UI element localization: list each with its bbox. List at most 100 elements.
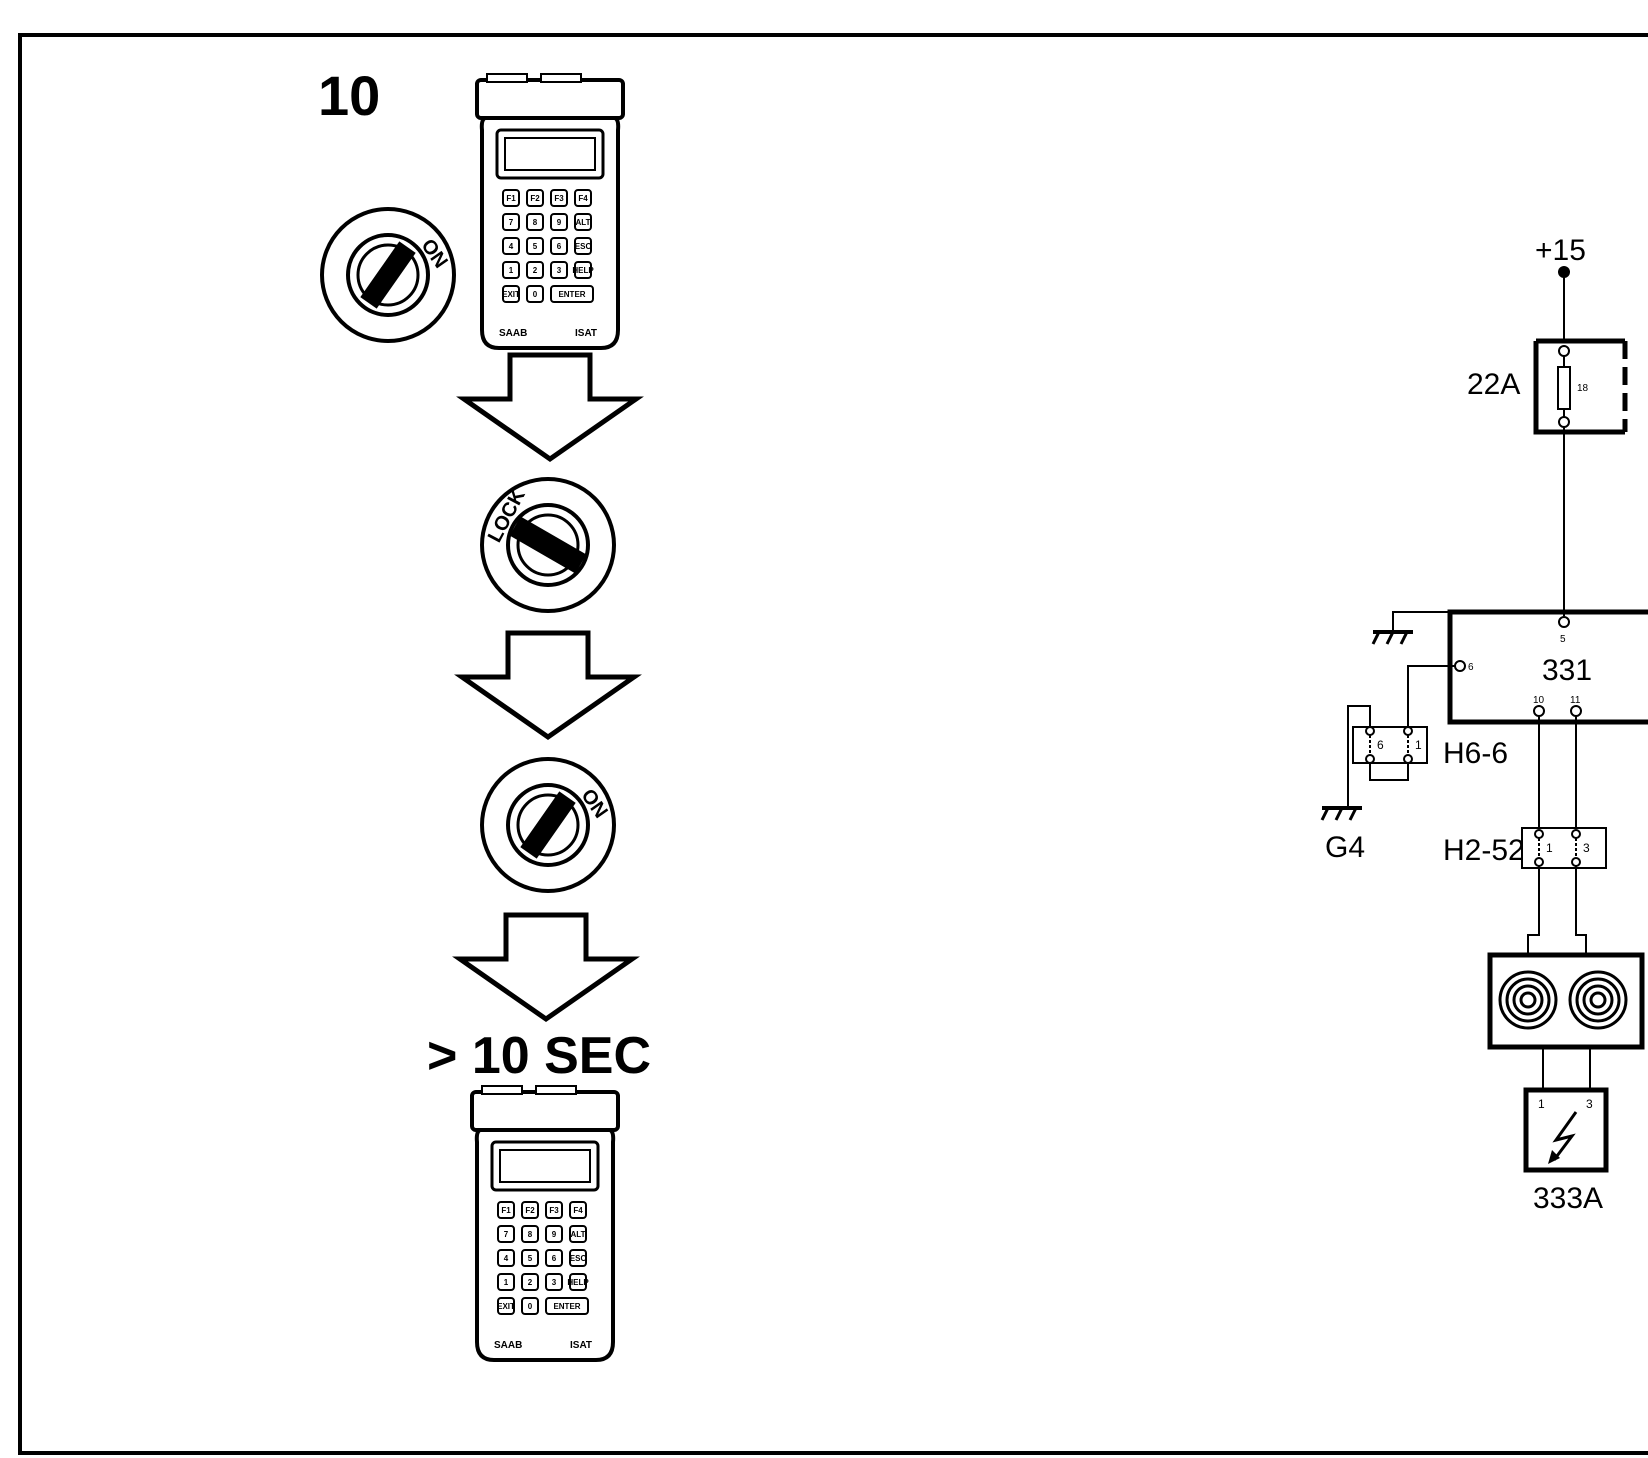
tester-key xyxy=(569,1249,587,1267)
control-unit-label: 331 xyxy=(1542,654,1592,687)
tester-key-label: 7 xyxy=(504,1230,509,1239)
tester-key xyxy=(550,261,568,279)
tester-key-label: 1 xyxy=(504,1278,509,1287)
tester-key-label: 0 xyxy=(528,1302,533,1311)
cu-pin-supply: 5 xyxy=(1560,634,1566,645)
tester-key-label: 3 xyxy=(552,1278,557,1287)
tester-key-label: 5 xyxy=(533,242,538,251)
sensor-label: 333A xyxy=(1533,1182,1603,1215)
tester-key-label: 8 xyxy=(528,1230,533,1239)
tester-key xyxy=(497,1297,515,1315)
cu-pin-6 xyxy=(1454,660,1466,672)
tester-key-label: ENTER xyxy=(553,1302,580,1311)
tester-key-label: EXIT xyxy=(502,290,520,299)
conn-line-pin-a: 1 xyxy=(1546,841,1553,855)
cu-pin-5 xyxy=(1558,616,1570,628)
conn-line-pin-b: 3 xyxy=(1583,841,1590,855)
ground-icon xyxy=(1371,630,1413,645)
down-arrow-icon xyxy=(464,355,636,459)
tester-key xyxy=(502,189,520,207)
supply-label: +15 xyxy=(1535,234,1586,267)
tester-key-label: 4 xyxy=(504,1254,509,1263)
tester-key xyxy=(545,1297,589,1315)
ignition-on-icon: ON xyxy=(480,757,616,893)
tester-key xyxy=(521,1297,539,1315)
sensor-box xyxy=(1523,1087,1609,1173)
tester-key-label: 3 xyxy=(557,266,562,275)
tester-key xyxy=(569,1273,587,1291)
tester-key xyxy=(526,285,544,303)
tester-key xyxy=(574,237,592,255)
wire xyxy=(1527,866,1540,955)
tester-key xyxy=(526,237,544,255)
tester-key-label: 7 xyxy=(509,218,514,227)
tester-key xyxy=(526,261,544,279)
tester-key-label: 2 xyxy=(528,1278,533,1287)
tester-key xyxy=(574,261,592,279)
tester-key xyxy=(497,1201,515,1219)
connector-pin xyxy=(1534,829,1581,867)
tester-brand: SAAB xyxy=(499,328,527,339)
tester-key-label: 2 xyxy=(533,266,538,275)
wire xyxy=(1369,763,1409,781)
tester-key-label: EXIT xyxy=(497,1302,515,1311)
lightning-arrow-icon xyxy=(1548,1111,1578,1164)
tester-key-label: 5 xyxy=(528,1254,533,1263)
fuse-icon xyxy=(1557,345,1571,428)
ground-icon xyxy=(1320,806,1362,821)
tester-key xyxy=(569,1201,587,1219)
tester-key-label: F1 xyxy=(501,1206,511,1215)
tester-key xyxy=(526,213,544,231)
tester-key-label: F2 xyxy=(530,194,540,203)
conn-ground-pin-b: 1 xyxy=(1415,738,1422,752)
ignition-lock-icon: LOCK xyxy=(480,477,616,613)
tester-key xyxy=(545,1249,563,1267)
connector-ground-label: H6-6 xyxy=(1443,737,1508,770)
wire xyxy=(1392,611,1450,632)
tester-key xyxy=(497,1249,515,1267)
wire xyxy=(1347,705,1371,808)
tester-key-label: 4 xyxy=(509,242,514,251)
conn-ground-pin-a: 6 xyxy=(1377,738,1384,752)
tester-key xyxy=(569,1225,587,1243)
fuse-box xyxy=(1533,338,1628,435)
cu-pin-out1: 10 xyxy=(1533,695,1545,706)
tester-key xyxy=(502,261,520,279)
tester-key-label: ENTER xyxy=(558,290,585,299)
tester-key xyxy=(550,189,568,207)
tester-key-label: 0 xyxy=(533,290,538,299)
cu-pin-11 xyxy=(1570,705,1582,717)
tester-key xyxy=(502,285,520,303)
tester-key xyxy=(497,1273,515,1291)
tester-key-label: F3 xyxy=(554,194,564,203)
tester-key xyxy=(545,1273,563,1291)
tester-key-label: ALT xyxy=(571,1230,586,1239)
coil-icon xyxy=(1568,970,1628,1030)
tester-key-label: 9 xyxy=(557,218,562,227)
wire xyxy=(1407,665,1455,730)
tester-key xyxy=(550,237,568,255)
tester-key-label: HELP xyxy=(567,1278,589,1287)
wire xyxy=(1575,866,1587,955)
tester-key xyxy=(550,285,594,303)
tester-key xyxy=(526,189,544,207)
cu-pin-out2: 11 xyxy=(1570,695,1581,706)
cu-pin-ground: 6 xyxy=(1468,662,1474,673)
fuse-box-label: 22A xyxy=(1467,368,1520,401)
tester-model: ISAT xyxy=(570,1340,592,1351)
tester-key xyxy=(574,189,592,207)
tester-key xyxy=(502,213,520,231)
tester-key-label: ALT xyxy=(576,218,591,227)
connector-h6-6 xyxy=(1352,726,1428,764)
tester-key xyxy=(521,1273,539,1291)
tester-key-label: 8 xyxy=(533,218,538,227)
tester-key-label: 6 xyxy=(552,1254,557,1263)
wait-duration-label: > 10 SEC xyxy=(427,1027,651,1085)
connector-pin xyxy=(1365,726,1413,764)
tester-key-label: F1 xyxy=(506,194,516,203)
tester-key xyxy=(497,1225,515,1243)
tester-key-label: 9 xyxy=(552,1230,557,1239)
